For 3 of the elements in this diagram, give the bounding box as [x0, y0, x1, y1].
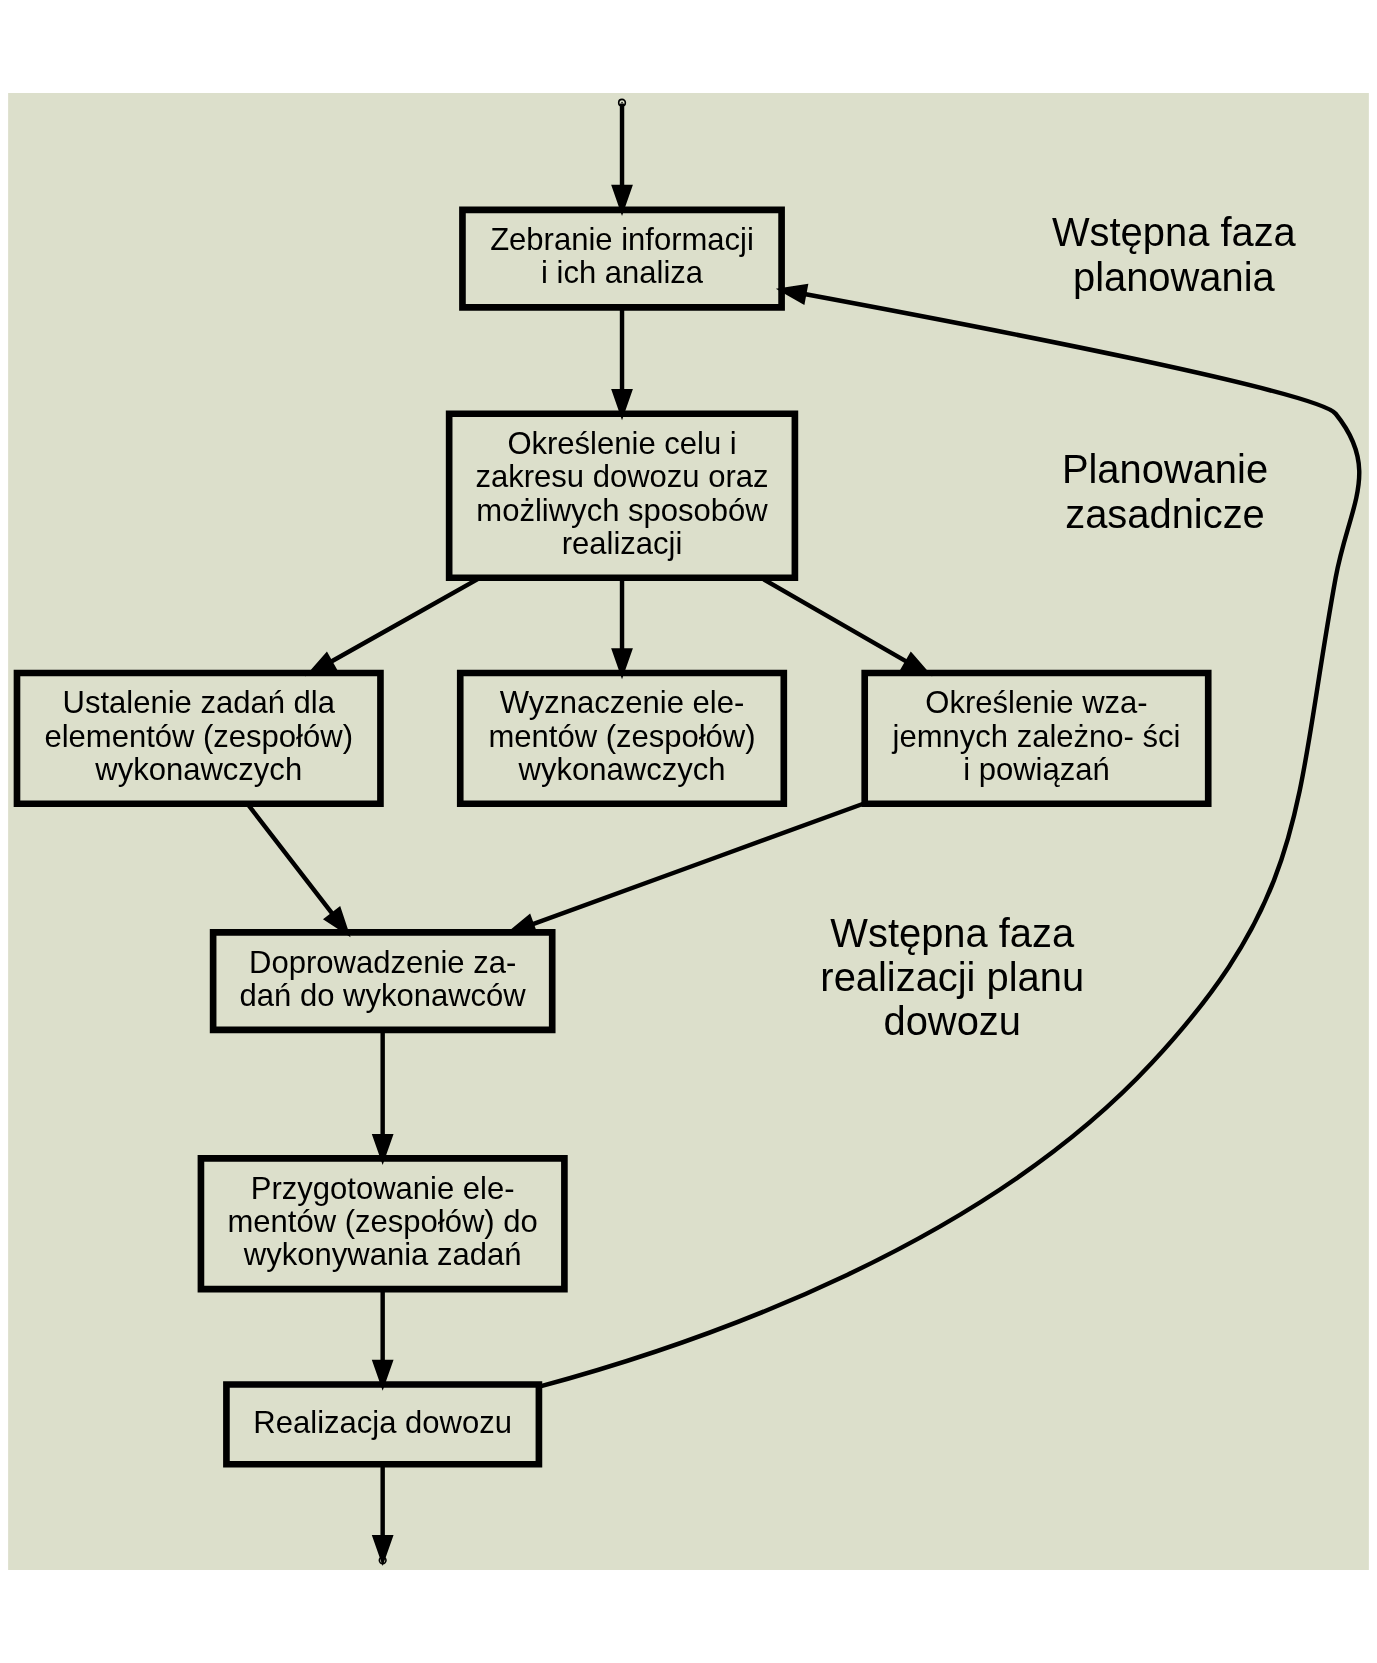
label: Wstępna faza planowania: [1051, 210, 1296, 299]
label: Wstępna faza realizacji planu dowozu: [820, 910, 1085, 1044]
label: Planowanie zasadnicze: [1061, 447, 1269, 536]
